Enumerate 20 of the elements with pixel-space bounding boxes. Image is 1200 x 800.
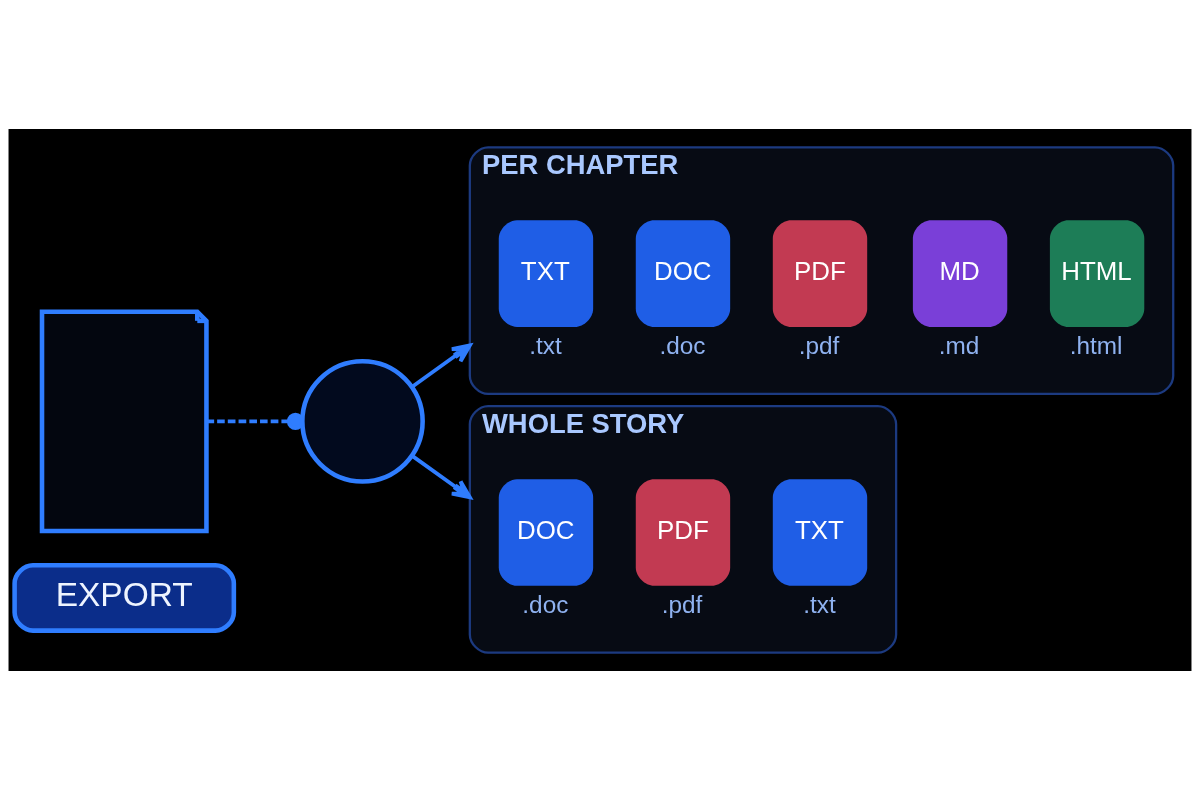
arrow: [410, 343, 472, 389]
node-box: TXT: [772, 479, 868, 586]
node-label: .md: [938, 332, 980, 360]
node-box: HTML: [1049, 220, 1145, 327]
node-label: .doc: [659, 332, 706, 360]
node-box: EXPORT: [12, 562, 237, 633]
node-label: .html: [1069, 332, 1123, 360]
node-label: .txt: [529, 332, 562, 360]
node-box: DOC: [635, 220, 731, 327]
node-label: .pdf: [798, 332, 840, 360]
node-box: MD: [912, 220, 1008, 327]
arrow: [410, 454, 472, 500]
node-box: DOC: [498, 479, 594, 586]
node-label: .doc: [522, 590, 569, 618]
node-box: PDF: [635, 479, 731, 586]
node-circle: [300, 358, 425, 484]
node-box: PDF: [772, 220, 868, 327]
node-label: .pdf: [661, 590, 703, 618]
node-label: .txt: [803, 590, 836, 618]
node-box: TXT: [498, 220, 594, 327]
